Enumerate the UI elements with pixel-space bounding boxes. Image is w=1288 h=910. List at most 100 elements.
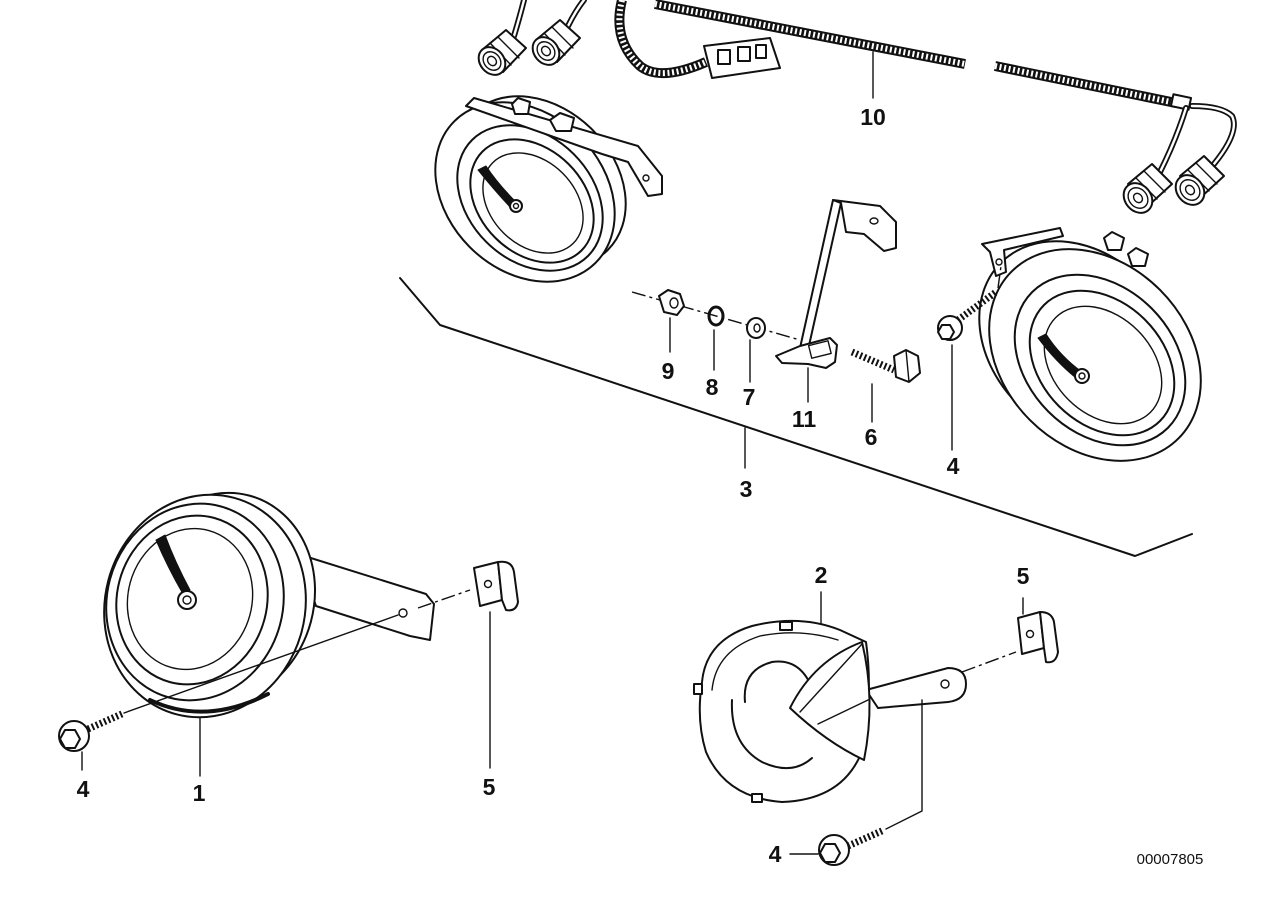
plug-rib — [1143, 170, 1166, 193]
horn-body-edge — [711, 632, 839, 691]
clip-nut-hole — [483, 579, 493, 589]
horn-terminal — [511, 97, 531, 115]
horn-ring — [105, 502, 285, 702]
horn-ring — [469, 138, 595, 264]
assembly-axis-left — [417, 589, 471, 609]
screw-thread — [86, 709, 126, 733]
horn-terminal — [1103, 231, 1125, 251]
harness-plug-right-2 — [1174, 103, 1237, 206]
screw-hex-head — [819, 843, 841, 863]
screw-upper — [937, 265, 1002, 341]
horn-ring — [115, 514, 269, 686]
harness-plug-left-2 — [531, 0, 587, 66]
screw-thread — [955, 289, 999, 323]
horn-tab — [693, 683, 703, 695]
callout-4-left: 4 — [77, 776, 90, 802]
horn-ring — [126, 527, 254, 671]
plug-wire-core — [566, 0, 586, 28]
horn-tab — [751, 793, 763, 803]
clip-nut-right — [1017, 611, 1059, 664]
support-bracket-slot — [807, 340, 832, 359]
horn-round-lower — [103, 491, 435, 719]
horn-mounting-bracket — [981, 227, 1064, 277]
plug-rib — [497, 36, 520, 59]
plug-face-ring — [536, 41, 556, 61]
spring-washer — [707, 305, 725, 327]
plug-rib — [1195, 162, 1218, 185]
plug-wire — [1189, 103, 1237, 167]
harness-cable-end-braid — [994, 63, 1177, 106]
horn-center-cap — [177, 590, 197, 610]
screw-lower-right — [818, 826, 886, 866]
plug-rib — [551, 26, 574, 49]
horn-spiral — [743, 660, 813, 703]
callout-9: 9 — [662, 358, 675, 384]
spring-washer-ring — [707, 305, 725, 327]
harness-cable-main-braid — [654, 1, 966, 67]
hex-bolt-head-edge — [905, 349, 910, 383]
assembly-line-left — [123, 614, 399, 714]
horn-mounting-bracket — [865, 667, 967, 709]
horn-upper-right — [978, 227, 1202, 462]
horn-center-cap — [509, 199, 523, 213]
plug-face-core — [540, 45, 552, 57]
clip-nut-left — [473, 560, 519, 612]
connector-block-pin — [717, 49, 731, 65]
callout-8: 8 — [706, 374, 719, 400]
wiring-harness — [477, 0, 1237, 214]
horn-ring — [1043, 305, 1163, 425]
callout-4-upper: 4 — [947, 453, 960, 479]
hex-bolt — [850, 348, 921, 383]
plug-face-core — [1132, 192, 1144, 204]
plug-face-ring — [1179, 179, 1201, 201]
hex-bolt-thread — [850, 348, 896, 374]
horn-ring — [482, 152, 584, 254]
harness-plug-right-1 — [1122, 105, 1189, 214]
plug-face-ring — [1127, 187, 1149, 209]
callout-5-left: 5 — [483, 774, 496, 800]
horn-upper-left — [434, 95, 663, 283]
horn-bell-edge — [799, 643, 863, 713]
leader-lines — [81, 51, 1024, 855]
harness-plug-left-1 — [477, 0, 527, 76]
screw-hex-head — [937, 324, 955, 340]
horn-spiral — [730, 699, 813, 769]
plug-face-core — [486, 55, 498, 67]
plug-wire-core — [1158, 106, 1188, 174]
bracket-hole — [642, 174, 650, 182]
callout-6: 6 — [865, 424, 878, 450]
horn-center-dot — [182, 595, 192, 605]
clip-nut-curl — [1039, 611, 1059, 664]
callouts: 10 9 8 7 11 6 4 3 2 5 1 5 4 4 — [77, 104, 1030, 867]
horn-terminal — [549, 112, 575, 132]
callout-5-right: 5 — [1017, 563, 1030, 589]
horn-rim-shadow — [148, 692, 270, 714]
harness-cable-loop-braid — [616, 0, 708, 77]
plain-washer-bore — [753, 323, 761, 333]
horn-bell — [789, 641, 871, 761]
screw-thread — [846, 826, 886, 850]
callout-4-lower: 4 — [769, 841, 782, 867]
screw-axis-line — [997, 265, 1002, 289]
hex-nut-body — [658, 289, 685, 316]
assembly-line-right — [885, 699, 923, 830]
horn-diaphragm-mark — [155, 534, 191, 595]
horn-ring — [1028, 289, 1176, 437]
horn-center-cap — [1074, 368, 1090, 384]
assembly-axis-right — [961, 651, 1017, 673]
callout-7: 7 — [743, 384, 756, 410]
horn-tab — [779, 621, 793, 631]
connector-block-pin — [737, 46, 751, 62]
screw-lower-left — [58, 709, 126, 752]
harness-connector-block — [703, 37, 781, 79]
horn-rim — [988, 248, 1202, 462]
horn-terminal — [1127, 247, 1149, 267]
callout-3: 3 — [740, 476, 753, 502]
callout-1: 1 — [193, 780, 206, 806]
assembly-axis-line — [631, 291, 801, 341]
clip-nut-curl — [497, 560, 519, 612]
plain-washer-ring — [746, 317, 766, 339]
callout-2: 2 — [815, 562, 828, 588]
plain-washer — [746, 317, 766, 339]
horn-mounting-bracket — [297, 553, 435, 641]
